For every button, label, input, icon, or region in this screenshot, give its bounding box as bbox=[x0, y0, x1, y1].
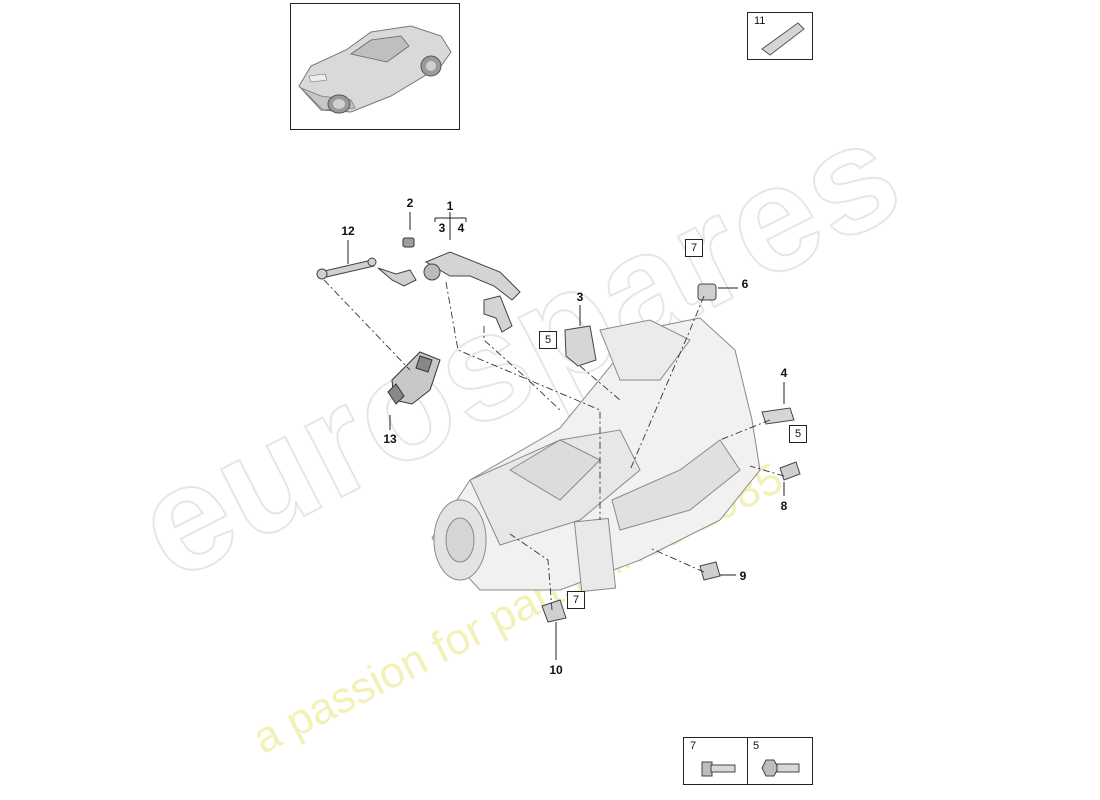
callout-13: 13 bbox=[383, 432, 397, 446]
boxed-ref-7-bottom: 7 bbox=[567, 591, 585, 609]
grease-tube-icon bbox=[761, 22, 805, 56]
callout-lines bbox=[347, 212, 785, 660]
bolt-5-icon bbox=[761, 759, 800, 777]
boxed-ref-5-right: 5 bbox=[789, 425, 807, 443]
selector-unit-13 bbox=[387, 351, 441, 405]
callout-9: 9 bbox=[739, 569, 747, 583]
callout-2: 2 bbox=[406, 196, 414, 210]
bushing-2 bbox=[402, 237, 415, 248]
boxed-ref-7-top: 7 bbox=[685, 239, 703, 257]
callout-1: 1 bbox=[446, 199, 454, 213]
callout-6: 6 bbox=[741, 277, 749, 291]
bolt-box-number-7: 7 bbox=[690, 740, 697, 752]
callout-8: 8 bbox=[780, 499, 788, 513]
boxed-ref-5-left: 5 bbox=[539, 331, 557, 349]
callout-3: 3 bbox=[576, 290, 584, 304]
bolt-icons bbox=[701, 759, 800, 777]
bolt-box-divider bbox=[747, 738, 748, 784]
callout-3-sub: 3 bbox=[438, 221, 446, 235]
callout-10: 10 bbox=[549, 663, 563, 677]
bolt-box: 7 5 bbox=[683, 737, 813, 785]
sensor-6 bbox=[697, 283, 717, 301]
callout-4-sub: 4 bbox=[457, 221, 465, 235]
callout-12: 12 bbox=[341, 224, 355, 238]
callout-4: 4 bbox=[780, 366, 788, 380]
leader-lines bbox=[323, 279, 785, 611]
bolt-box-number-5: 5 bbox=[753, 740, 760, 752]
shift-bracket bbox=[423, 251, 521, 333]
transmission-housing bbox=[431, 317, 761, 593]
part-box-number: 11 bbox=[754, 15, 766, 27]
bolt-7-icon bbox=[701, 761, 736, 777]
sensor-9 bbox=[699, 561, 721, 581]
bracket-3 bbox=[564, 325, 597, 367]
linkage-rod-12 bbox=[316, 257, 417, 287]
vehicle-thumbnail bbox=[290, 3, 460, 130]
part-box-11: 11 bbox=[747, 12, 813, 60]
roadster-car-icon bbox=[298, 25, 452, 114]
sensor-10 bbox=[541, 599, 567, 623]
sensor-8 bbox=[779, 461, 801, 481]
